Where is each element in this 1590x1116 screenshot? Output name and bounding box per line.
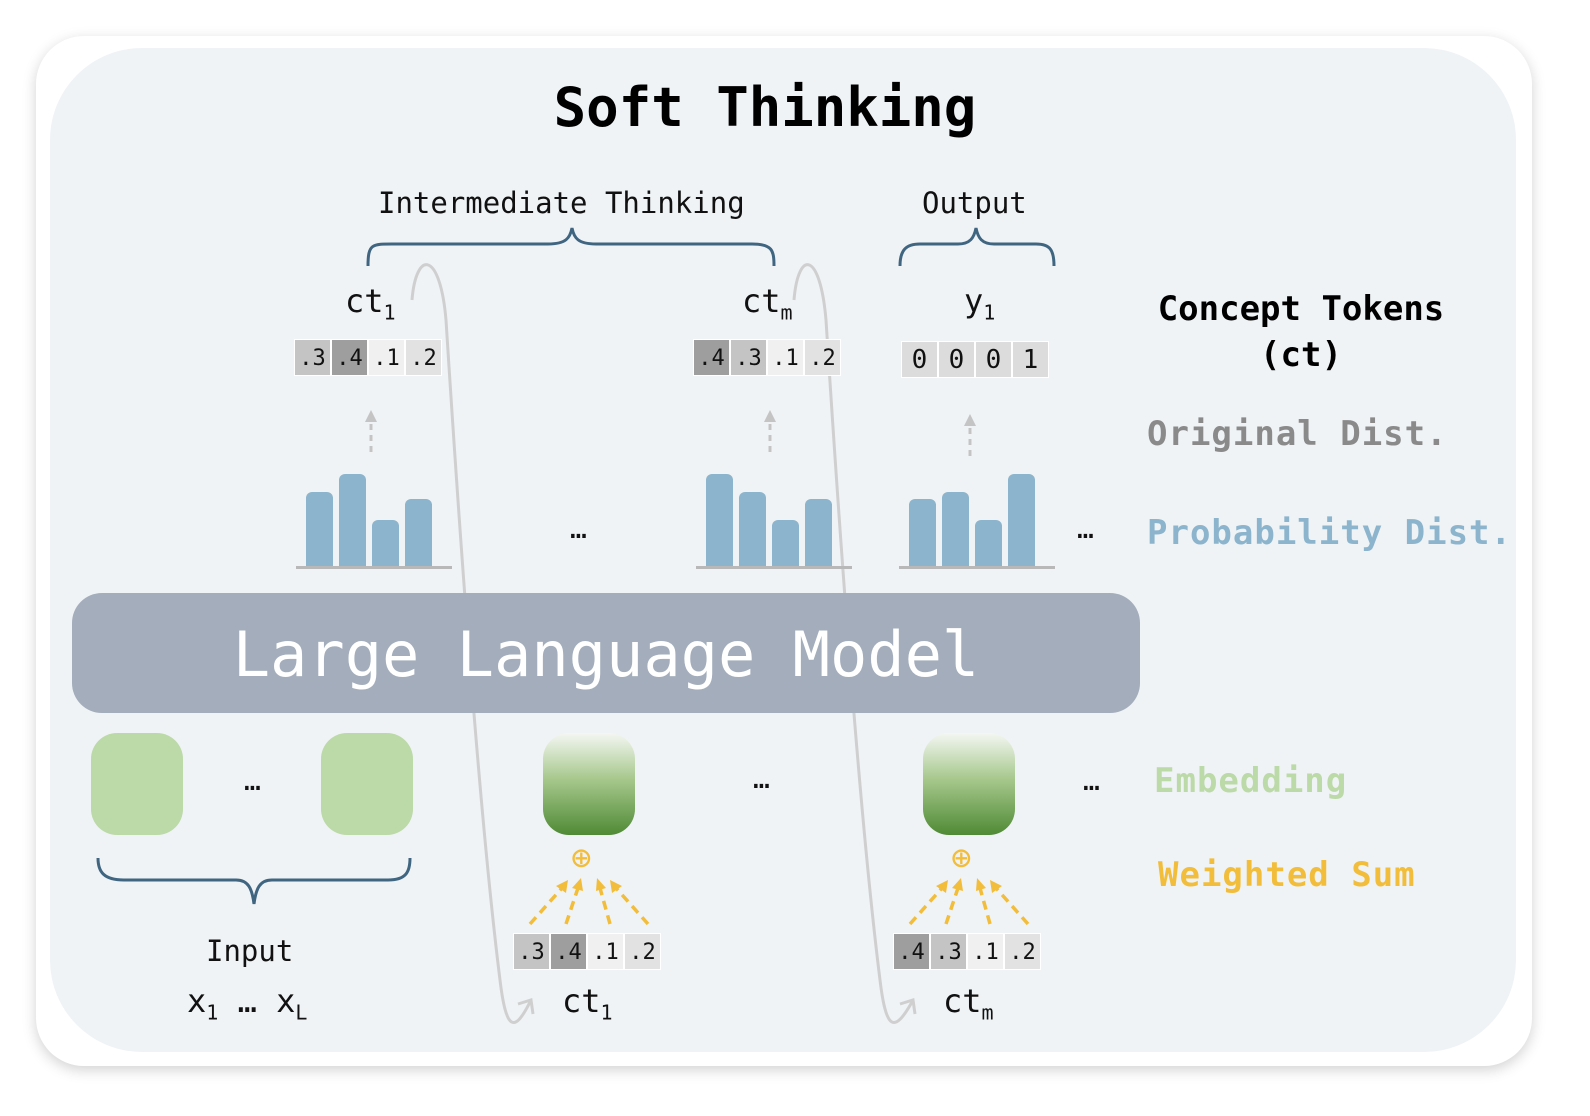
embedding-label: Embedding [1154, 761, 1348, 801]
dist-cells-output: 0 0 0 1 [901, 341, 1049, 378]
concept-tokens-label: Concept Tokens (ct) [1157, 289, 1445, 375]
diagram-title: Soft Thinking [553, 76, 977, 139]
dist-cell: .1 [587, 933, 624, 970]
intermediate-thinking-label: Intermediate Thinking [378, 186, 745, 220]
dist-cell: .3 [730, 339, 767, 376]
dist-cell: .3 [294, 339, 331, 376]
feedback-arrowhead-ct1 [517, 998, 535, 1015]
input-label: Input [206, 934, 294, 968]
token-ctm-top: ctm [742, 282, 793, 325]
input-embedding-1 [91, 733, 183, 835]
dist-cell: .2 [624, 933, 661, 970]
weight-arrow-ctm-d [994, 886, 1030, 926]
ellipsis-mid-embeddings: … [753, 762, 770, 795]
prob-bars-ct1 [296, 460, 452, 570]
prob-bar [1008, 474, 1035, 566]
dist-cell: .4 [550, 933, 587, 970]
brace-input [96, 857, 412, 905]
output-label: Output [922, 186, 1027, 220]
ellipsis-input-embeddings: … [244, 764, 261, 797]
dist-cell: .4 [893, 933, 930, 970]
output-cell: 0 [938, 341, 975, 378]
prob-bar [772, 520, 799, 566]
concept-embedding-ct1 [543, 733, 635, 835]
output-cell: 1 [1012, 341, 1049, 378]
feedback-arrowhead-ctm [899, 998, 917, 1015]
weight-arrow-ct1-b [564, 887, 580, 925]
prob-bar [405, 499, 432, 566]
dist-cell: .3 [930, 933, 967, 970]
original-dist-label: Original Dist. [1147, 414, 1448, 454]
dist-cells-ct1-bottom: .3 .4 .1 .2 [513, 933, 661, 970]
prob-bar [942, 492, 969, 566]
input-sequence: x1 … xL [187, 982, 308, 1025]
probability-dist-label: Probability Dist. [1147, 513, 1512, 553]
dist-arrowhead-output [964, 414, 976, 426]
input-embedding-L [321, 733, 413, 835]
weighted-sum-icon-ctm: ⊕ [951, 838, 972, 878]
prob-baseline [899, 566, 1055, 569]
dist-cell: .2 [1004, 933, 1041, 970]
dist-cell: .2 [405, 339, 442, 376]
prob-baseline [296, 566, 452, 569]
brace-intermediate [366, 227, 776, 267]
prob-bar [706, 474, 733, 566]
weight-arrow-ct1-a [528, 886, 564, 926]
weighted-sum-icon-ct1: ⊕ [571, 838, 592, 878]
prob-baseline [696, 566, 852, 569]
token-ct1-top: ct1 [345, 282, 396, 325]
dist-cell: .4 [331, 339, 368, 376]
dist-cells-ctm-top: .4 .3 .1 .2 [693, 339, 841, 376]
prob-bars-ctm [696, 460, 852, 570]
llm-label: Large Language Model [232, 618, 980, 691]
dist-cell: .1 [967, 933, 1004, 970]
ellipsis-right-embeddings: … [1083, 764, 1100, 797]
dist-arrowhead-ctm [764, 410, 776, 422]
ellipsis-mid-top: … [570, 512, 587, 545]
weight-arrow-ctm-b [944, 887, 960, 925]
prob-bar [805, 499, 832, 566]
dist-cells-ct1-top: .3 .4 .1 .2 [294, 339, 442, 376]
dist-cell: .2 [804, 339, 841, 376]
prob-bar [339, 474, 366, 566]
ellipsis-right-top: … [1077, 512, 1094, 545]
weight-arrow-ct1-c [598, 887, 612, 925]
brace-output [898, 227, 1056, 267]
concept-embedding-ctm [923, 733, 1015, 835]
prob-bar [909, 499, 936, 566]
weight-arrow-ct1-d [614, 886, 650, 926]
prob-bars-output [899, 460, 1055, 570]
prob-bar [372, 520, 399, 566]
llm-block [72, 593, 1140, 713]
dist-cell: .3 [513, 933, 550, 970]
weight-arrow-ctm-a [908, 886, 944, 926]
token-ct1-bottom: ct1 [562, 982, 613, 1025]
dist-cell: .4 [693, 339, 730, 376]
output-cell: 0 [901, 341, 938, 378]
weighted-sum-label: Weighted Sum [1158, 855, 1416, 895]
dist-arrowhead-ct1 [365, 410, 377, 422]
dist-cell: .1 [368, 339, 405, 376]
dist-cells-ctm-bottom: .4 .3 .1 .2 [893, 933, 1041, 970]
prob-bar [975, 520, 1002, 566]
prob-bar [739, 492, 766, 566]
dist-cell: .1 [767, 339, 804, 376]
prob-bar [306, 492, 333, 566]
token-y1: y1 [964, 282, 996, 325]
output-cell: 0 [975, 341, 1012, 378]
token-ctm-bottom: ctm [943, 982, 994, 1025]
weight-arrow-ctm-c [978, 887, 992, 925]
